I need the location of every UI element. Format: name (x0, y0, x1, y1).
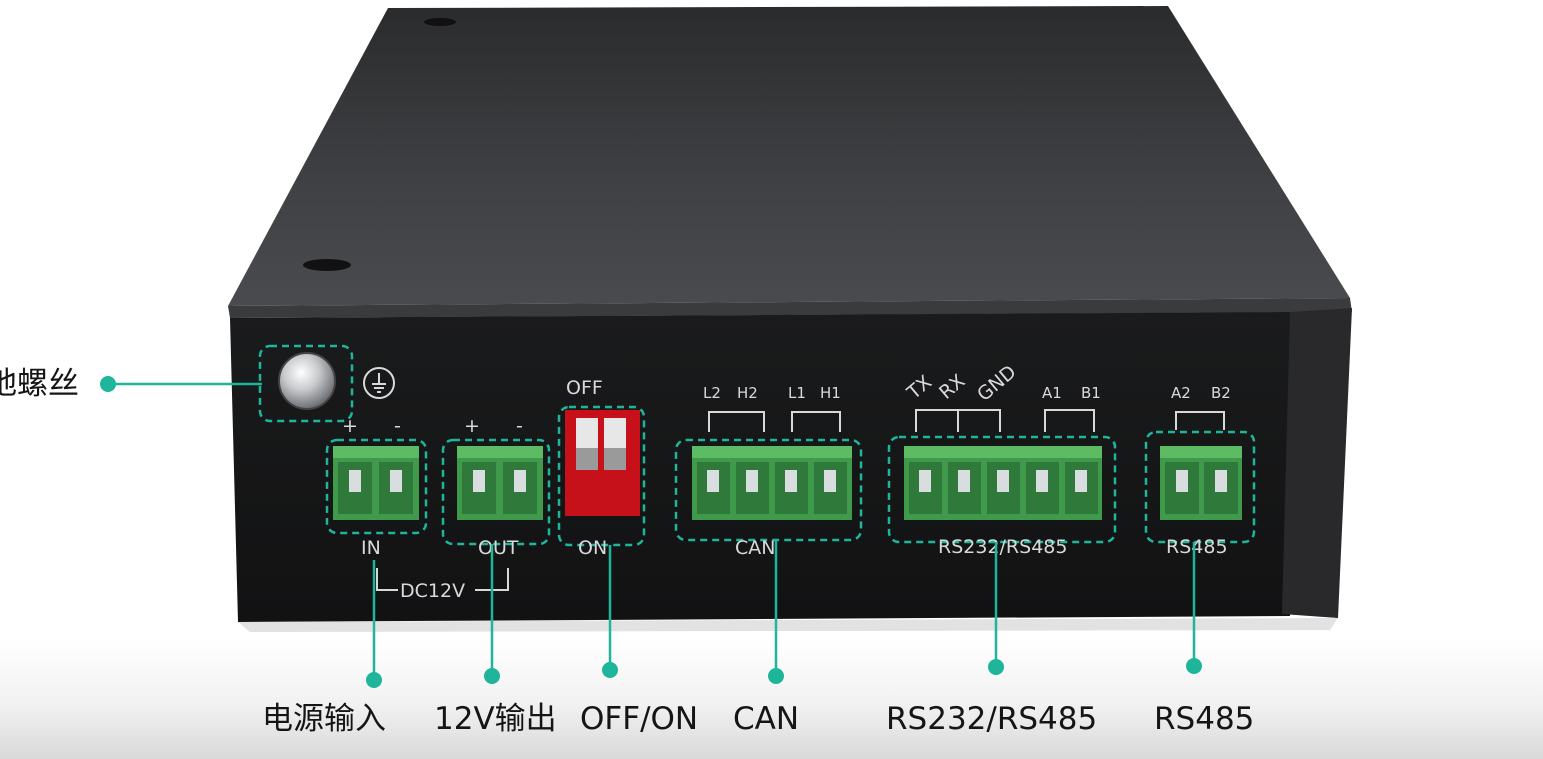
silk-a2: A2 (1171, 384, 1191, 402)
pin-group-brackets (376, 409, 1225, 591)
silk-l2: L2 (703, 384, 721, 402)
terminal-out (457, 446, 543, 520)
terminal-rs232-rs485 (904, 446, 1102, 520)
terminal-can (692, 446, 852, 520)
terminal-in (333, 446, 419, 520)
silk-l1: L1 (788, 384, 806, 402)
device-side-bracket (1282, 308, 1352, 618)
highlight-box-rs232 (887, 435, 1117, 544)
device-shadow (238, 618, 1338, 632)
device-top-surface (228, 6, 1350, 306)
silk-out: OUT (478, 537, 519, 559)
silk-h1: H1 (820, 384, 841, 402)
silk-on: ON (578, 537, 607, 559)
ground-screw (278, 352, 336, 410)
silk-b2: B2 (1211, 384, 1231, 402)
mounting-hole (303, 259, 351, 271)
callout-lines (100, 376, 1202, 688)
terminal-rs485 (1160, 446, 1242, 520)
ground-icon-lines (372, 373, 386, 393)
caption-rs232-rs485: RS232/RS485 (886, 701, 1098, 737)
device-top-lip (228, 298, 1352, 318)
caption-power-in: 电源输入 (262, 701, 386, 737)
silk-dc12v: DC12V (400, 580, 465, 602)
highlight-box-rs485 (1144, 430, 1256, 544)
caption-12v-out: 12V输出 (434, 701, 557, 737)
mounting-hole (424, 18, 456, 26)
dip-switch (565, 410, 640, 516)
caption-off-on: OFF/ON (580, 701, 699, 737)
silk-rs232-rs485: RS232/RS485 (938, 536, 1067, 558)
background-fade (0, 640, 1543, 759)
silk-out-plus: + (464, 415, 480, 437)
silk-off: OFF (566, 377, 603, 399)
caption-rs485: RS485 (1154, 701, 1255, 737)
silk-rs485: RS485 (1166, 536, 1228, 558)
silk-in-plus: + (342, 415, 358, 437)
ground-icon (363, 367, 395, 399)
highlight-box-can (674, 438, 863, 542)
silk-out-minus: - (516, 415, 523, 437)
silk-h2: H2 (737, 384, 758, 402)
silk-can: CAN (735, 537, 775, 559)
highlight-box-switch (557, 405, 646, 547)
label-ground-screw: 地螺丝 (0, 366, 79, 402)
silk-b1: B1 (1081, 384, 1101, 402)
highlight-box-ground (258, 344, 354, 423)
highlight-box-in (325, 438, 428, 535)
silk-in: IN (361, 537, 381, 559)
silk-in-minus: - (394, 415, 401, 437)
highlight-box-out (441, 438, 551, 546)
silk-a1: A1 (1042, 384, 1062, 402)
caption-can: CAN (733, 701, 800, 737)
